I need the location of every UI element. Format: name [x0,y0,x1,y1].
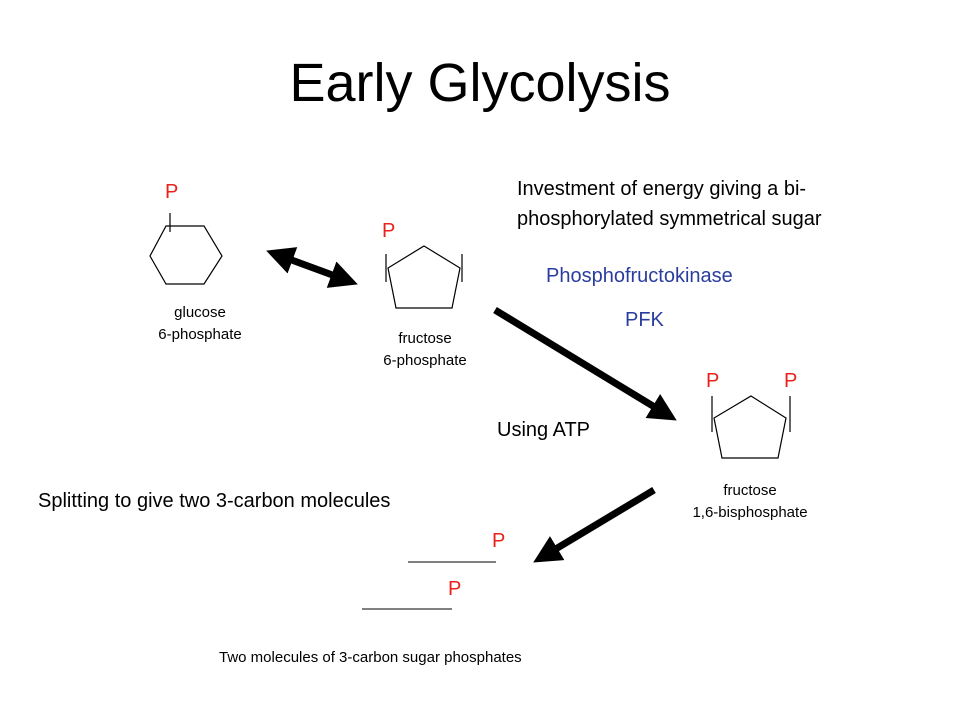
three-carbon-2-phosphate-label: P [448,578,462,600]
glucose-6-phosphate-ring [149,213,223,285]
fructose-1-6-bisphosphate-ring [711,395,791,459]
fructose-6p-name-line2: 6-phosphate [383,352,467,369]
splitting-arrow [533,486,656,563]
slide-title: Early Glycolysis [289,53,671,113]
pfk-reaction-arrow [493,307,677,421]
fructose-6-phosphate-label: fructose 6-phosphate [355,328,495,372]
glucose-6p-name-line1: glucose [174,304,226,321]
fructose-6p-name-line1: fructose [398,330,452,347]
fructose-6-phosphate-ring [385,245,463,309]
fructose-6p-phosphate-label: P [382,220,396,242]
splitting-note: Splitting to give two 3-carbon molecules [38,490,391,512]
energy-investment-note: Investment of energy giving a bi- phosph… [517,174,822,234]
enzyme-abbreviation-label: PFK [625,309,664,331]
enzyme-name-label: Phosphofructokinase [546,265,733,287]
fructose-16bp-name-line2: 1,6-bisphosphate [692,504,808,521]
fructose-1-6-bisphosphate-label: fructose 1,6-bisphosphate [680,480,820,524]
using-atp-label: Using ATP [497,419,590,441]
fructose-16bp-phosphate-right-label: P [784,370,798,392]
energy-investment-line1: Investment of energy giving a bi- [517,178,807,200]
equilibrium-double-arrow [266,247,358,288]
glucose-6p-phosphate-label: P [165,181,179,203]
energy-investment-line2: phosphorylated symmetrical sugar [517,208,822,230]
glucose-6-phosphate-label: glucose 6-phosphate [130,302,270,346]
glucose-6p-name-line2: 6-phosphate [158,326,242,343]
fructose-16bp-phosphate-left-label: P [706,370,720,392]
fructose-16bp-name-line1: fructose [723,482,777,499]
two-molecules-caption: Two molecules of 3-carbon sugar phosphat… [219,649,522,666]
three-carbon-1-phosphate-label: P [492,530,506,552]
